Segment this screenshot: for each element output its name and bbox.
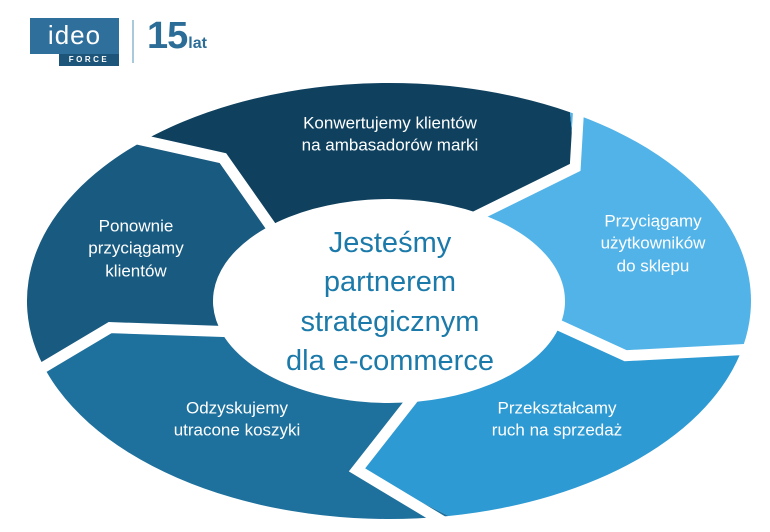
segment-bottom-left-shape bbox=[46, 327, 449, 519]
ideo-logo: ideo bbox=[30, 18, 119, 54]
segment-bottom-right-shape bbox=[357, 322, 744, 516]
segment-bottom-right-label: Przekształcamy ruch na sprzedaż bbox=[491, 398, 623, 440]
segment-gap-chevron bbox=[348, 391, 455, 532]
segment-left-shape bbox=[26, 144, 267, 372]
segment-top-label: Konwertujemy klientów na ambasadorów mar… bbox=[301, 113, 479, 155]
segment-left-label: Ponownie przyciągamy klientów bbox=[88, 216, 184, 281]
segment-gap-chevron bbox=[123, 130, 280, 236]
header-divider bbox=[132, 20, 134, 63]
center-ellipse-label: Jesteśmy partnerem strategicznym dla e-c… bbox=[286, 227, 494, 378]
ideo-logo-text: ideo bbox=[47, 20, 102, 50]
segment-gap-chevron bbox=[546, 315, 762, 362]
force-badge: FORCE bbox=[59, 54, 119, 66]
anniversary-unit: lat bbox=[188, 35, 207, 52]
segment-right-shape bbox=[477, 112, 752, 356]
segment-bottom-left-label: Odzyskujemy utracone koszyki bbox=[173, 398, 301, 440]
force-badge-text: FORCE bbox=[68, 55, 110, 64]
segment-gap-chevron bbox=[468, 102, 585, 224]
anniversary-badge: 15 lat bbox=[147, 17, 207, 55]
anniversary-number: 15 bbox=[147, 15, 188, 57]
segment-right-label: Przyciągamy użytkowników do sklepu bbox=[600, 211, 706, 276]
segment-gap-chevron bbox=[26, 322, 235, 381]
